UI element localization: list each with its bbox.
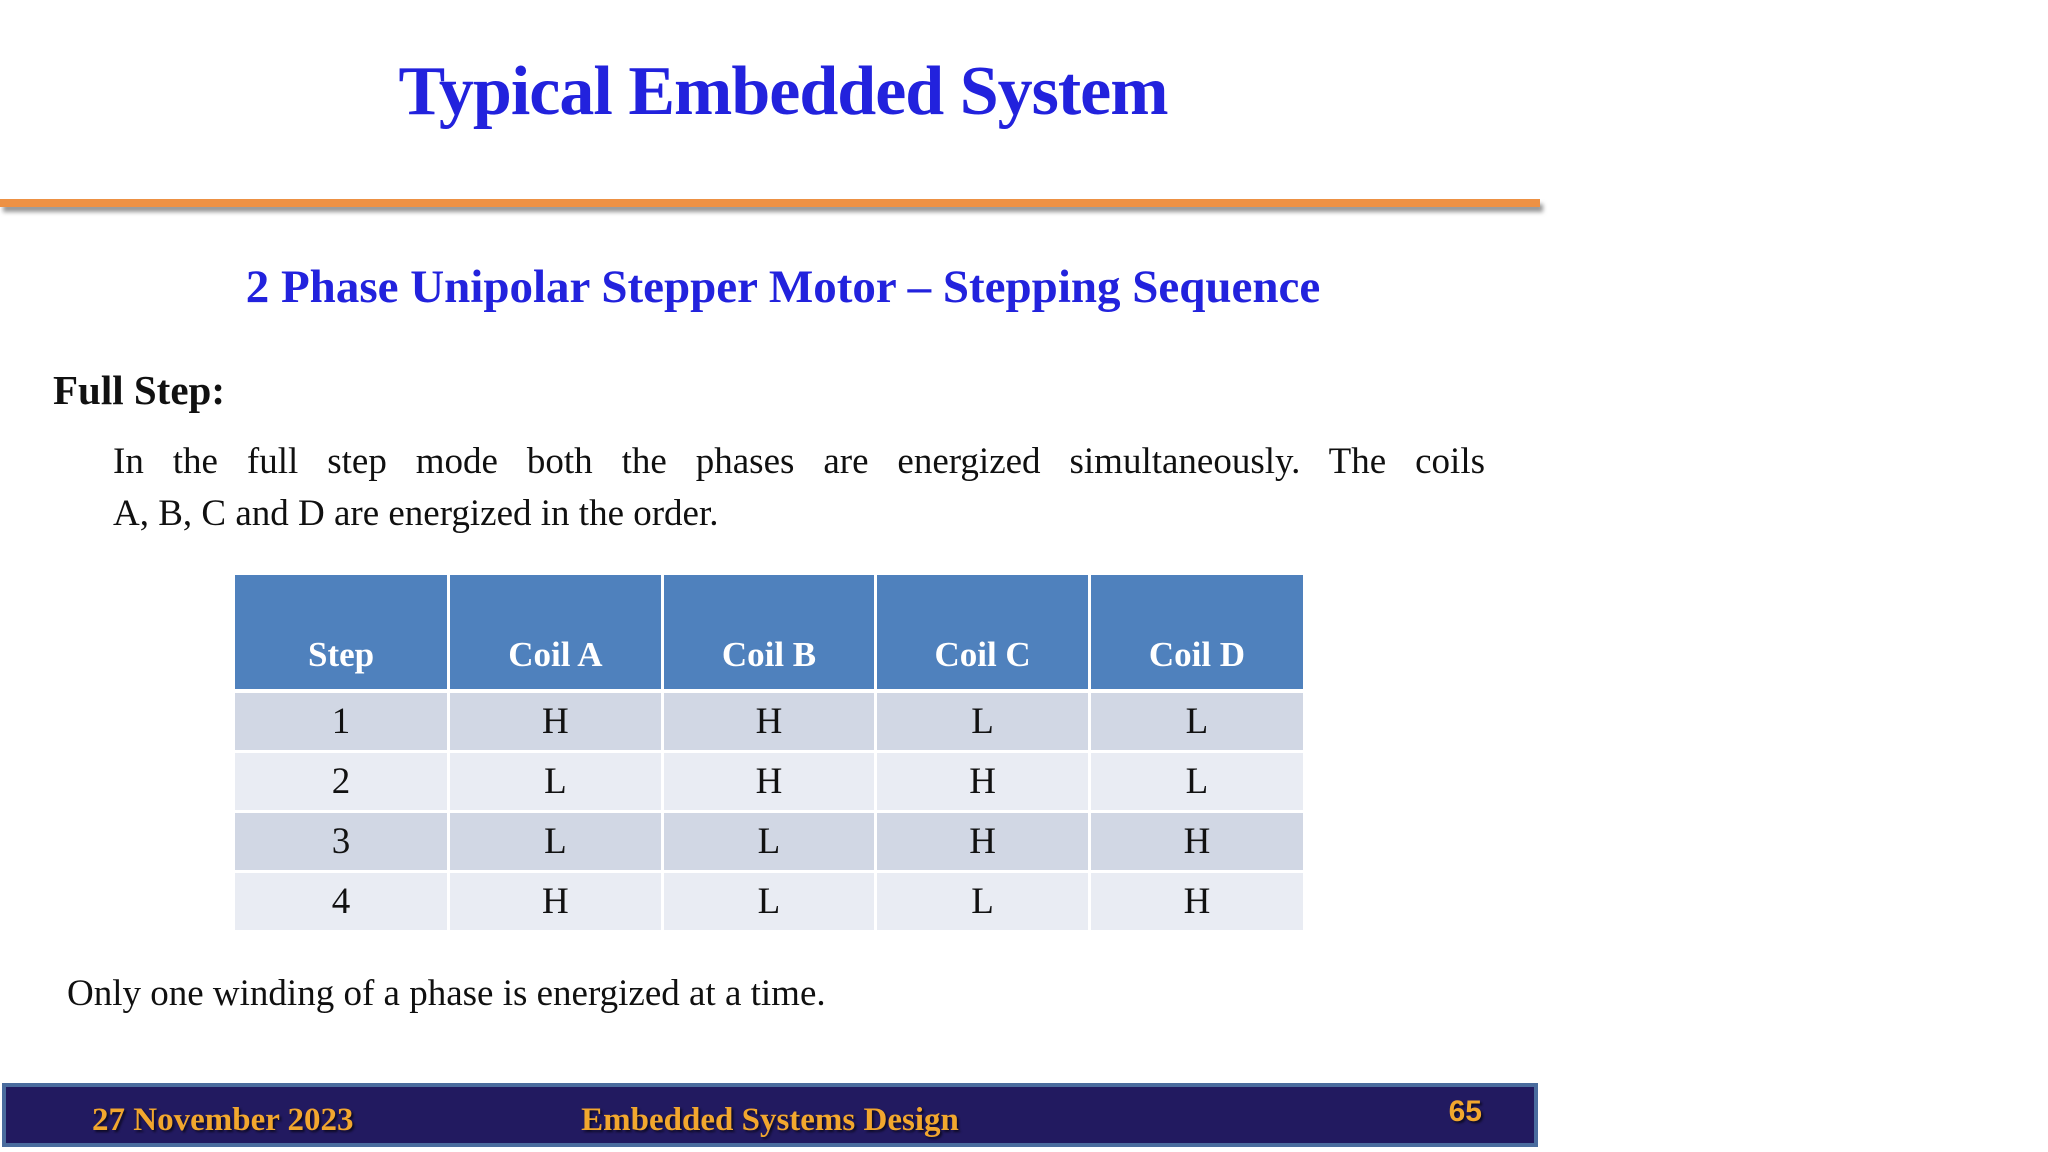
table-header-cell: Coil B (662, 575, 878, 693)
table-cell: H (448, 691, 664, 753)
footer-page-number: 65 (1448, 1095, 1482, 1128)
slide-subtitle: 2 Phase Unipolar Stepper Motor – Steppin… (245, 261, 1321, 313)
paragraph-line: A, B, C and D are energized in the order… (113, 493, 719, 534)
table-header-cell: Coil C (875, 575, 1091, 693)
table-cell: H (875, 751, 1091, 813)
table-header-cell: Coil A (448, 575, 664, 693)
section-heading: Full Step: (53, 367, 225, 413)
table-cell: L (1089, 691, 1303, 753)
table-cell: H (1089, 871, 1303, 930)
table-cell: L (1089, 751, 1303, 813)
table-cell: H (1089, 811, 1303, 873)
table-cell: H (448, 871, 664, 930)
table-cell: 4 (235, 871, 451, 930)
slide-title: Typical Embedded System (398, 53, 1168, 130)
body-paragraph: In the full step mode both the phases ar… (113, 436, 1485, 540)
note-text: Only one winding of a phase is energized… (67, 973, 826, 1014)
table-cell: L (875, 691, 1091, 753)
table-cell: L (875, 871, 1091, 930)
table-cell: 2 (235, 751, 451, 813)
paragraph-line: In the full step mode both the phases ar… (113, 441, 1485, 482)
table-cell: 1 (235, 691, 451, 753)
footer-course-title: Embedded Systems Design (581, 1102, 959, 1138)
table-cell: H (662, 751, 878, 813)
table-header-cell: Step (235, 575, 451, 693)
divider-line (0, 199, 1540, 207)
footer-date: 27 November 2023 (92, 1102, 354, 1138)
table-header-cell: Coil D (1089, 575, 1303, 693)
table-cell: L (448, 811, 664, 873)
table-cell: H (875, 811, 1091, 873)
table-cell: H (662, 691, 878, 753)
table-cell: L (448, 751, 664, 813)
footer-bar: 27 November 2023 Embedded Systems Design… (2, 1083, 1538, 1147)
table-cell: L (662, 811, 878, 873)
table-cell: L (662, 871, 878, 930)
table-cell: 3 (235, 811, 451, 873)
